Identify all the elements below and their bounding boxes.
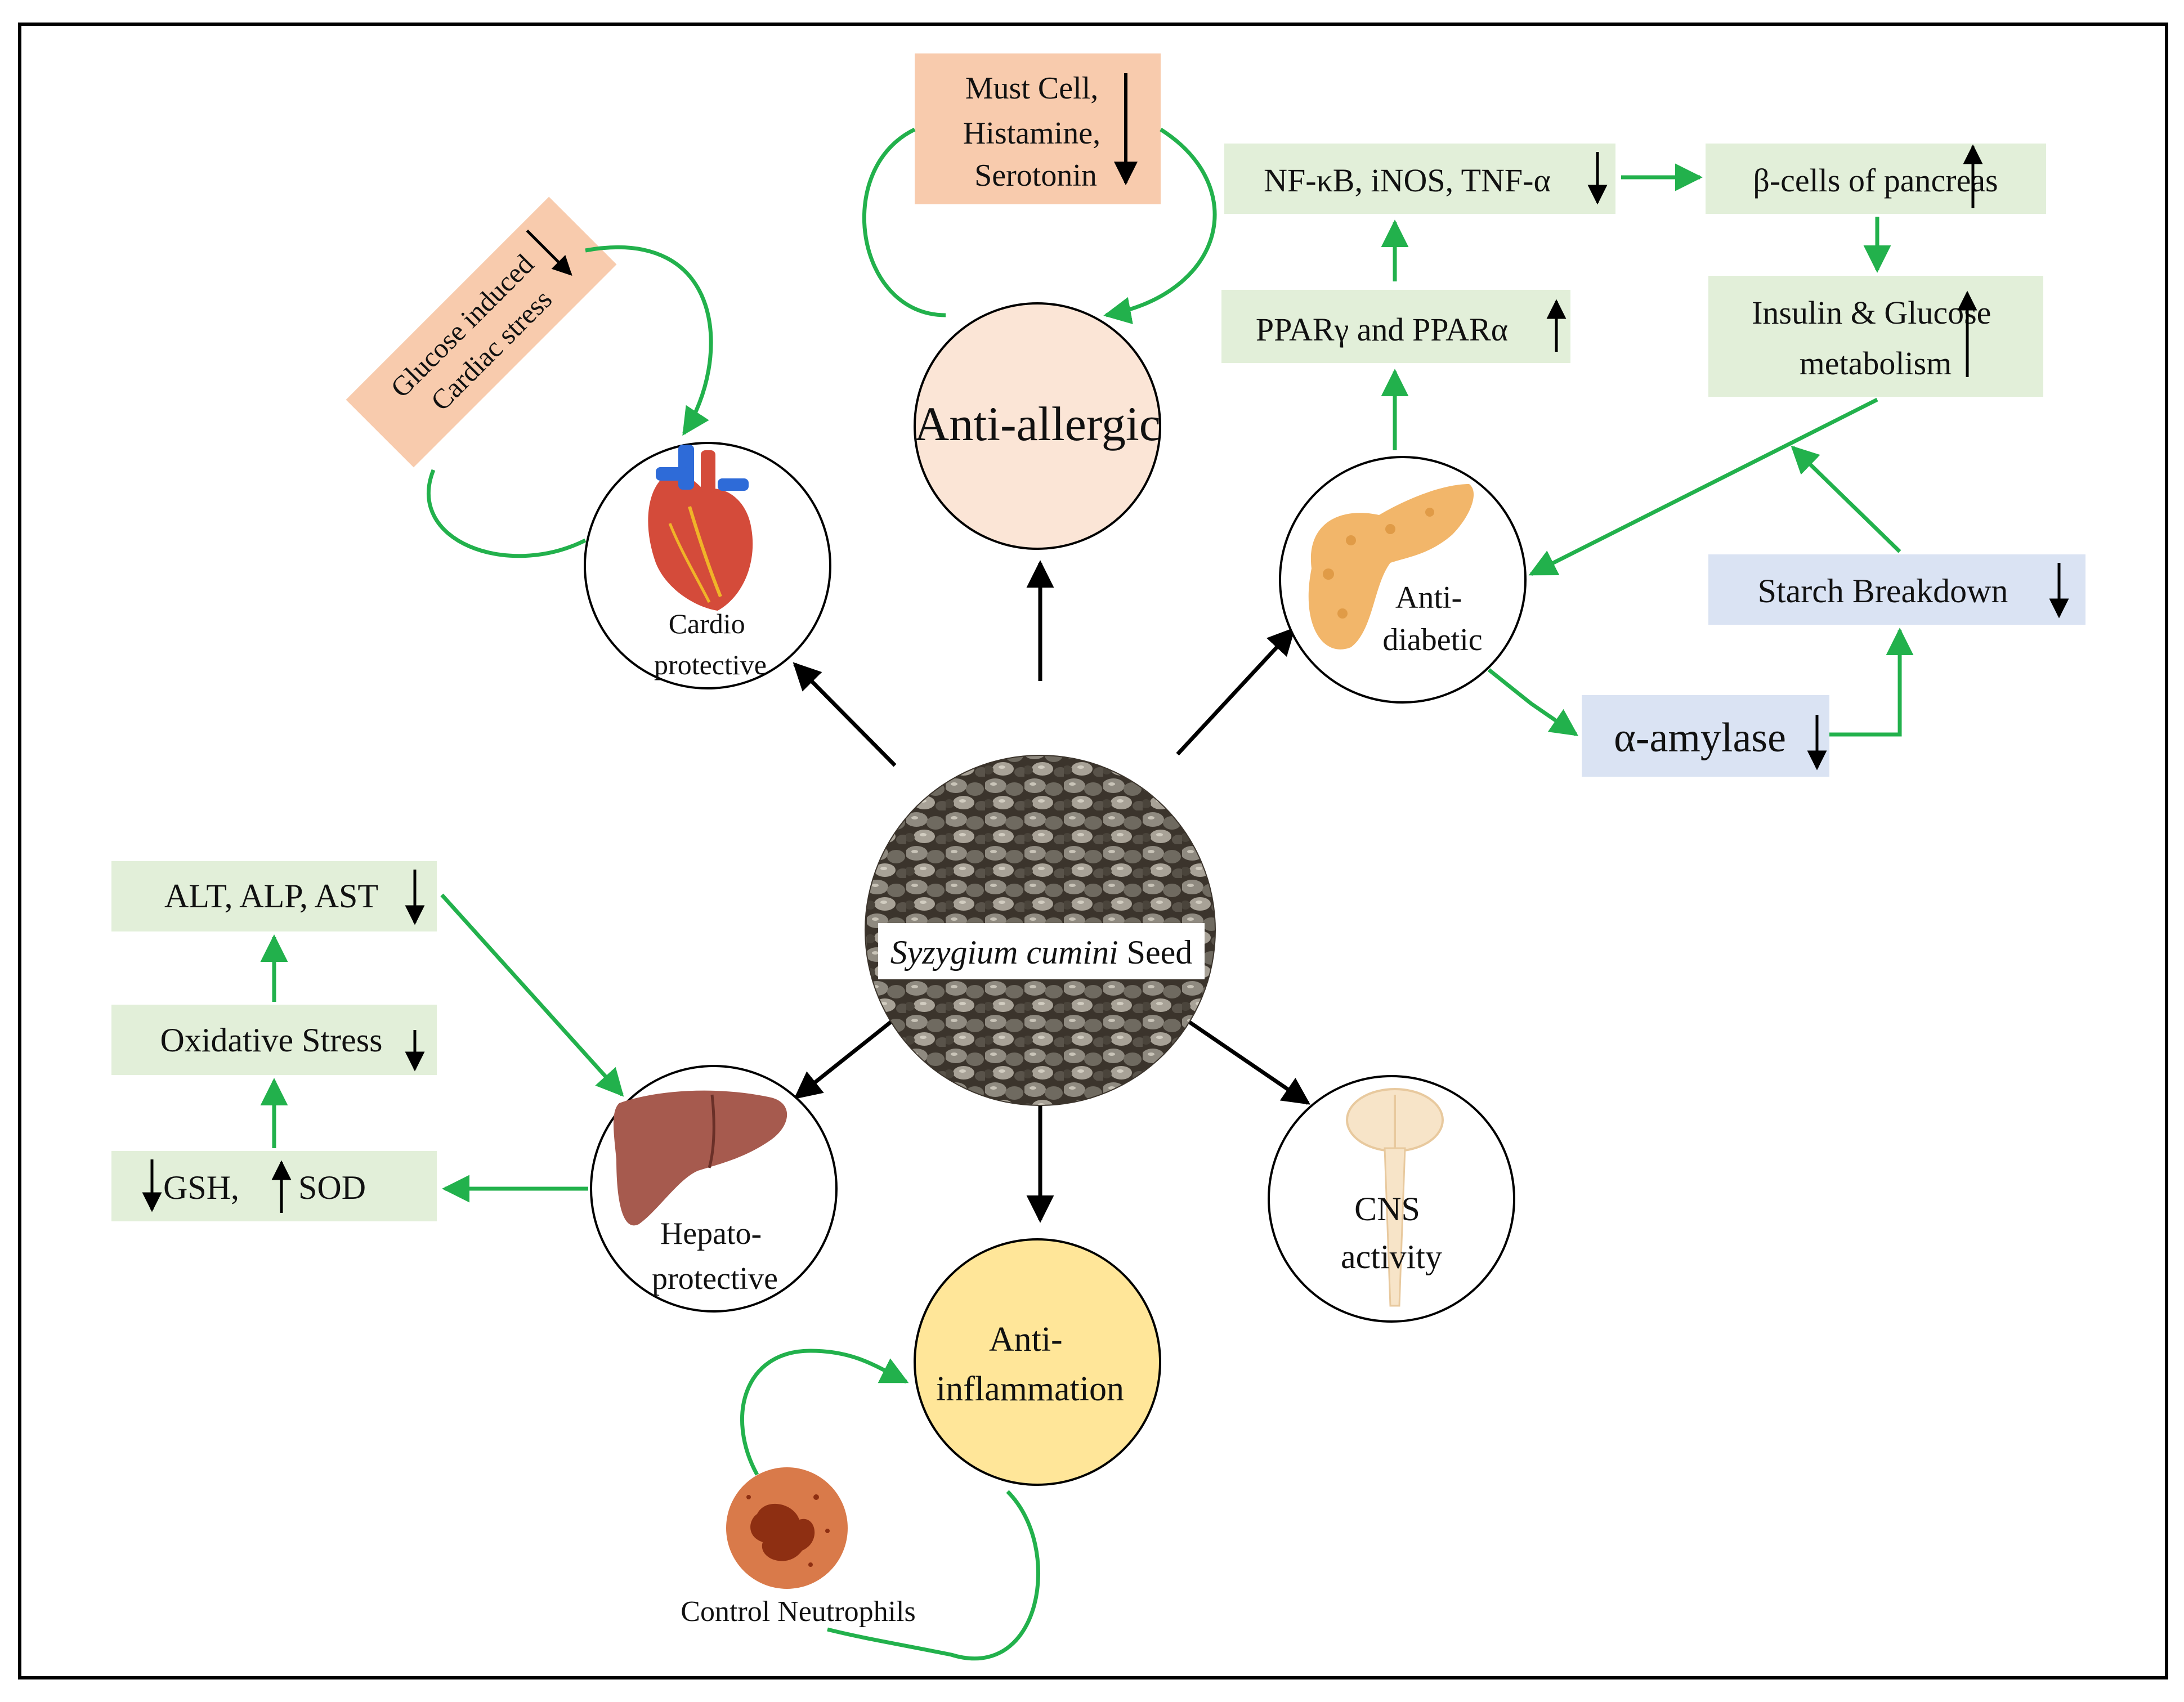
starch-text: Starch Breakdown [1758,572,2008,610]
green-arrow-starch-insulin [1791,445,1901,553]
arrow-to-hepato [794,1006,911,1100]
arrow-to-cns [1167,1006,1311,1105]
insulin-box [1708,276,2043,397]
green-loop-allergic [862,127,946,317]
center-label: Syzygium cumini Seed [890,934,1193,971]
cardio-label: Cardio protective [654,608,767,680]
alt-box [111,861,437,931]
oxidative-box [111,1005,437,1075]
brain-spinal-cord-icon [1346,1088,1444,1307]
green-arrow-amylase-starch [1829,628,1914,737]
cns-label: CNS activity [1341,1190,1442,1275]
insulin-text: Insulin & Glucose metabolism [1752,294,1999,382]
liver-icon [614,1090,787,1226]
green-loop-allergic-arrow [1103,128,1217,324]
neutrophils-text: Control Neutrophils [681,1596,915,1628]
pancreas-icon [1308,484,1474,650]
mast-cell-text: Must Cell, Histamine, Serotonin [963,71,1108,193]
anti-allergic-label: Anti-allergic [914,397,1161,451]
green-loop-inflammation-arrow [740,1349,909,1476]
heart-icon [648,445,753,611]
arrow-to-anti-diabetic [1176,627,1296,756]
sod-text: SOD [298,1169,366,1206]
ppar-box [1221,290,1570,363]
center-label-bg [878,923,1205,979]
amylase-box [1582,695,1829,777]
arrow-to-cardio [793,662,897,767]
cardiac-stress-box: Glucose induced Cardiac stress [346,196,617,468]
gsh-sod-box [111,1151,437,1221]
green-loop-cardio-arrow [585,245,713,436]
oxidative-text: Oxidative Stress [160,1022,383,1059]
nfkb-box [1224,144,1615,214]
alt-text: ALT, ALP, AST [164,877,378,915]
starch-box [1708,554,2085,625]
green-arrow-diabetic-amylase [1487,668,1579,736]
amylase-text: α-amylase [1614,715,1786,761]
hepato-label: Hepato- protective [652,1216,778,1296]
anti-diabetic-label: Anti- diabetic [1382,580,1482,657]
beta-cells-box [1706,144,2046,214]
beta-cells-text: β-cells of pancreas [1753,162,1998,199]
green-loop-cardio [427,469,587,558]
figure-frame [18,23,2168,1679]
anti-allergic-node [914,302,1161,550]
neutrophil-icon [726,1467,848,1589]
green-arrow-alt-hepato [440,893,624,1097]
gsh-text: GSH, [163,1169,239,1206]
ppar-text: PPARγ and PPARα [1256,311,1508,348]
anti-inflammation-label: Anti- inflammation [936,1320,1124,1408]
anti-inflammation-node [914,1238,1161,1486]
green-loop-inflammation [827,1490,1040,1661]
nfkb-text: NF-κB, iNOS, TNF-α [1264,162,1551,199]
green-arrow-insulin-diabetic [1528,397,1878,576]
